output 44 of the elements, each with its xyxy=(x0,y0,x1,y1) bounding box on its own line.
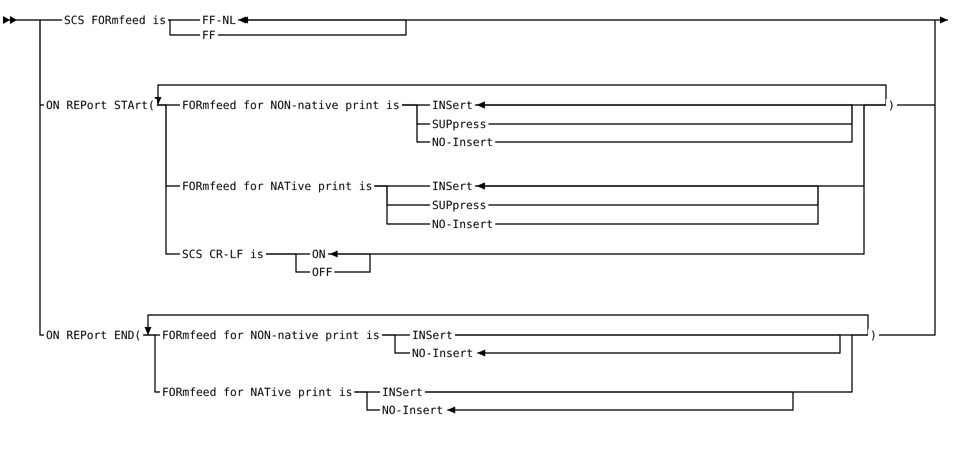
syntax-path xyxy=(168,19,200,21)
syntax-path xyxy=(878,105,936,336)
syntax-path xyxy=(382,334,410,354)
syntax-path xyxy=(476,182,819,225)
syntax-path xyxy=(143,334,160,393)
syntax-keyword: NO-Insert xyxy=(430,136,496,148)
syntax-path xyxy=(402,104,430,143)
syntax-path xyxy=(3,16,62,24)
syntax-path xyxy=(476,102,853,143)
syntax-keyword: FORmfeed for NON-native print is xyxy=(180,98,402,112)
syntax-path xyxy=(266,253,310,273)
syntax-path xyxy=(424,334,868,393)
syntax-keyword: FORmfeed for NON-native print is xyxy=(160,328,382,342)
syntax-path xyxy=(218,16,407,36)
syntax-path xyxy=(39,20,44,336)
syntax-keyword: INSert xyxy=(430,98,475,112)
syntax-keyword: NO-Insert xyxy=(380,404,446,416)
syntax-path xyxy=(374,185,430,225)
syntax-keyword: FF-NL xyxy=(200,14,238,26)
syntax-keyword: INSert xyxy=(380,386,425,398)
syntax-keyword: FORmfeed for NATive print is xyxy=(180,180,374,192)
syntax-keyword: ON REPort STArt( xyxy=(44,98,157,112)
syntax-keyword: INSert xyxy=(430,180,475,192)
syntax-keyword: NO-Insert xyxy=(410,346,476,360)
syntax-path xyxy=(168,19,200,36)
syntax-keyword: SCS CR-LF is xyxy=(180,248,266,260)
syntax-keyword: OFF xyxy=(310,266,334,278)
syntax-keyword: ) xyxy=(868,328,879,342)
syntax-path xyxy=(330,250,371,273)
syntax-path xyxy=(154,84,887,105)
syntax-path xyxy=(354,391,380,411)
syntax-keyword: ) xyxy=(886,98,897,112)
syntax-path xyxy=(896,20,936,106)
syntax-path xyxy=(238,16,948,24)
syntax-keyword: ON xyxy=(310,248,328,260)
syntax-path xyxy=(144,314,869,335)
syntax-keyword: SUPpress xyxy=(430,118,488,130)
syntax-keyword: FF xyxy=(200,28,218,42)
syntax-keyword: INSert xyxy=(410,328,455,342)
syntax-keyword: FORmfeed for NATive print is xyxy=(160,386,354,398)
syntax-path xyxy=(156,104,180,255)
syntax-keyword: SUPpress xyxy=(430,198,488,212)
syntax-path xyxy=(328,104,886,255)
syntax-keyword: NO-Insert xyxy=(430,218,496,230)
